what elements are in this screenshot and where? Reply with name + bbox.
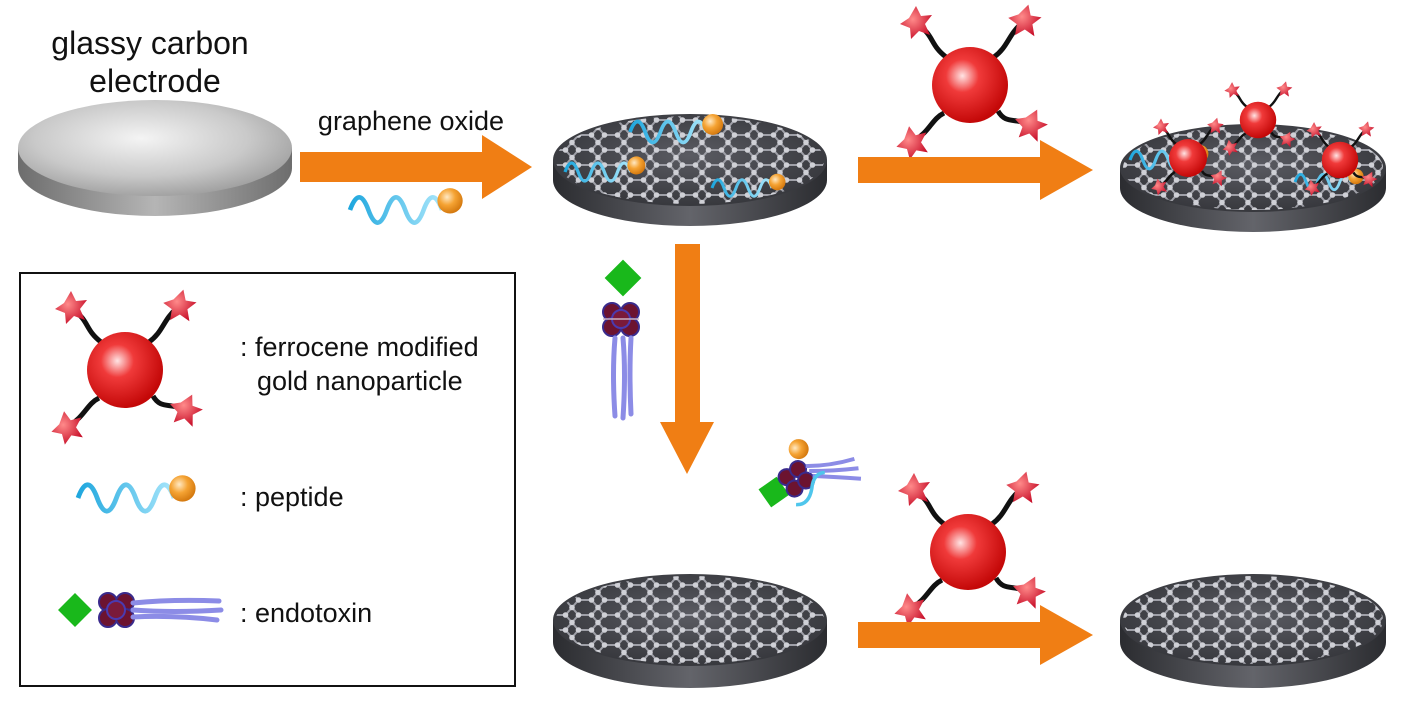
legend-nanoparticle-label-line1: : ferrocene modified (240, 332, 479, 362)
legend: : ferrocene modified gold nanoparticle :… (19, 272, 516, 687)
legend-endotoxin-label: : endotoxin (240, 598, 372, 628)
electrode-label-line1: glassy carbon (51, 25, 248, 61)
arrow-step2-bottom (858, 605, 1093, 665)
arrow-down-endotoxin (660, 244, 714, 474)
graphene-oxide-label: graphene oxide (318, 106, 504, 136)
ferrocene-nanoparticle-reagent-bottom (891, 467, 1049, 628)
glassy-carbon-electrode (18, 100, 292, 216)
electrode-label-line2: electrode (89, 63, 221, 99)
endotoxin-reagent (603, 260, 641, 418)
arrow-step1 (300, 135, 532, 199)
legend-nanoparticle-label-line2: gold nanoparticle (257, 366, 463, 396)
legend-peptide-label: : peptide (240, 482, 344, 512)
graphene-disc-with-peptides (553, 112, 827, 226)
endotoxin-peptide-complex (758, 439, 862, 508)
peptide-reagent (350, 188, 463, 223)
graphene-disc-with-bound-nanoparticles (1120, 78, 1386, 232)
graphene-disc-bare (553, 574, 827, 688)
arrow-step2-top (858, 140, 1093, 200)
ferrocene-nanoparticle-reagent-top (893, 0, 1051, 161)
graphene-disc-final (1120, 574, 1386, 688)
